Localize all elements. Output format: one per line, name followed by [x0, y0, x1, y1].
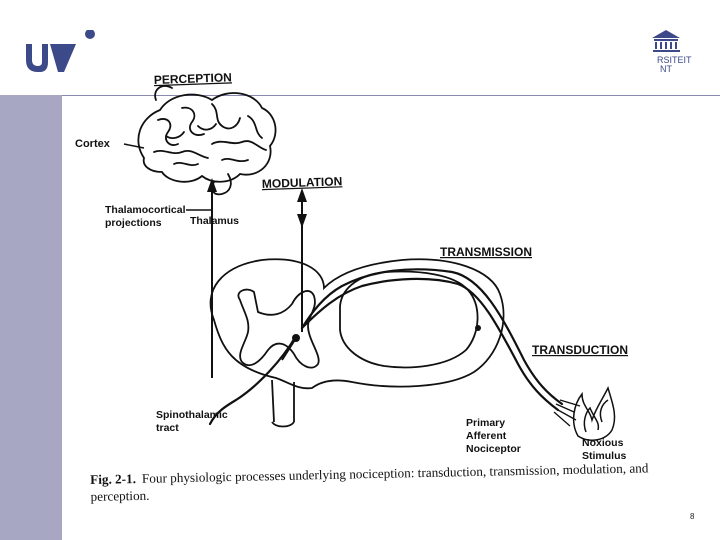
- label-primary: Primary: [466, 417, 505, 429]
- side-band: [0, 95, 62, 540]
- arrowhead-modulation-bottom-icon: [297, 214, 307, 228]
- caption-prefix: Fig. 2-1.: [90, 471, 137, 487]
- logo-text-line-2: NT: [660, 64, 672, 74]
- label-tract: tract: [156, 422, 179, 434]
- leader-lines: [123, 143, 212, 211]
- label-thalamus: Thalamus: [190, 215, 239, 227]
- logo-right-text: RSITEIT NT: [657, 56, 692, 74]
- arrowhead-modulation-top-icon: [297, 188, 307, 202]
- nociception-diagram: PERCEPTION Cortex MODULATION Thalamocort…: [75, 70, 628, 462]
- label-transduction: TRANSDUCTION: [532, 343, 628, 357]
- flame-icon: [572, 385, 616, 442]
- nerve-ending-strands: [553, 399, 581, 427]
- label-noxious: Noxious: [582, 437, 624, 449]
- label-afferent: Afferent: [466, 430, 507, 442]
- header-rule: [62, 95, 720, 96]
- label-nociceptor: Nociceptor: [466, 443, 521, 455]
- logo-text-line-1: RSITEIT: [657, 55, 692, 65]
- label-spinothalamic: Spinothalamic: [156, 409, 228, 421]
- label-cortex: Cortex: [75, 138, 111, 150]
- brain-illustration: [137, 85, 277, 196]
- label-thalamocortical: Thalamocortical: [105, 204, 186, 216]
- label-projections: projections: [105, 217, 162, 229]
- label-modulation: MODULATION: [262, 174, 343, 191]
- university-logo: [26, 30, 95, 72]
- dorsal-root-ganglion-dot: [475, 325, 481, 331]
- afferent-fibres: [208, 268, 564, 426]
- building-icon: [652, 30, 680, 52]
- label-stimulus: Stimulus: [582, 450, 626, 462]
- page-number: 8: [690, 512, 695, 521]
- arrowhead-ascending-icon: [207, 178, 217, 192]
- label-transmission: TRANSMISSION: [440, 245, 532, 259]
- label-perception: PERCEPTION: [154, 70, 232, 87]
